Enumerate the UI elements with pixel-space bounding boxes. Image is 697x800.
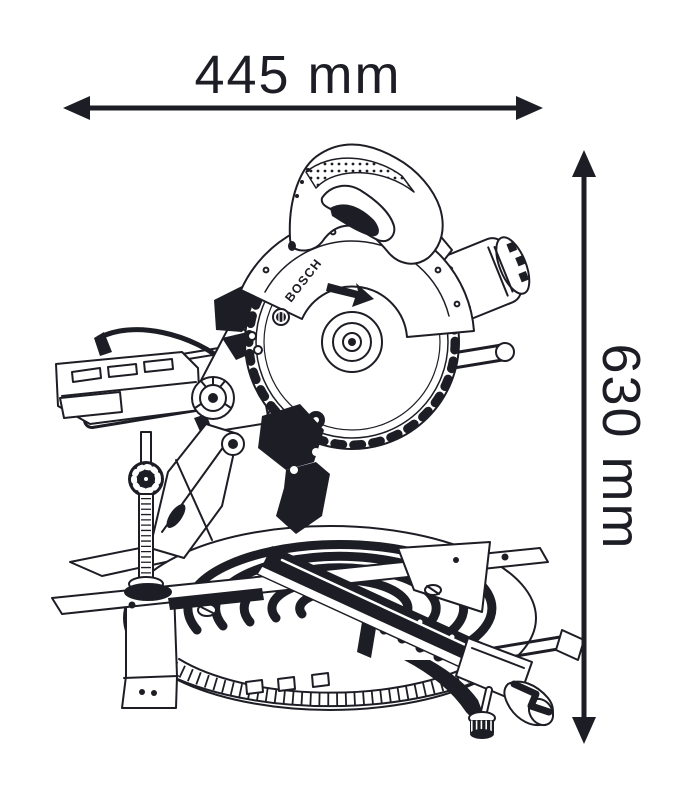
rear-fence-plate bbox=[397, 541, 491, 613]
bosch-logo bbox=[272, 308, 290, 326]
handle bbox=[288, 143, 444, 265]
material-clamp bbox=[124, 431, 172, 601]
grip-texture bbox=[305, 157, 415, 193]
blade-hub bbox=[321, 311, 383, 373]
width-dimension-label: 445 mm bbox=[194, 45, 402, 105]
clamp-foot bbox=[124, 583, 172, 601]
rail-end-knob bbox=[503, 680, 555, 727]
thumbscrew bbox=[468, 686, 496, 739]
bevel-arm bbox=[149, 376, 245, 559]
pivot-hinge bbox=[191, 376, 245, 456]
height-dimension-label: 630 mm bbox=[591, 343, 651, 551]
lower-guard-flaps bbox=[258, 404, 330, 534]
mitre-saw-illustration: BOSCH bbox=[51, 143, 585, 739]
extension-rail bbox=[256, 546, 555, 739]
trigger bbox=[330, 204, 379, 237]
rotation-arrow-icon bbox=[326, 283, 374, 307]
horizontal-dimension-arrow bbox=[63, 96, 543, 120]
vertical-dimension-arrow bbox=[572, 150, 596, 744]
